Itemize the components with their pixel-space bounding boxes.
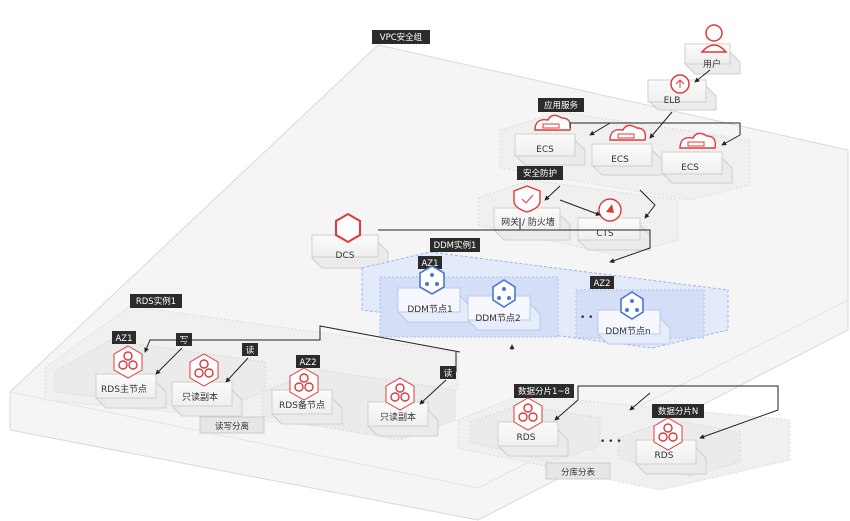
rds-read-tag-1: 读 bbox=[246, 345, 255, 356]
ddm-ellipsis: • • • bbox=[580, 313, 602, 323]
ddm-hexagon-icon bbox=[492, 279, 516, 308]
cloud-server-icon bbox=[679, 132, 717, 149]
ddm-noden-label: DDM节点n bbox=[605, 326, 650, 337]
shard-rds-node-n[interactable]: RDS bbox=[635, 417, 707, 475]
sharding-label-box: 分库分表 bbox=[545, 462, 611, 480]
dcs-label: DCS bbox=[336, 251, 355, 261]
rds-cluster-icon bbox=[385, 377, 415, 411]
ddm-az1: AZ1 bbox=[421, 259, 438, 269]
rds-az2: AZ2 bbox=[299, 358, 316, 368]
app-service-title: 应用服务 bbox=[544, 100, 579, 111]
shard-rds-node-1[interactable]: RDS bbox=[497, 397, 569, 457]
gateway-firewall-node[interactable]: 网关 / 防火墙 bbox=[493, 185, 571, 241]
vpc-title: VPC安全组 bbox=[380, 32, 423, 43]
rds-readonly-label-2: 只读副本 bbox=[380, 411, 416, 423]
ecs-label-2: ECS bbox=[611, 155, 629, 165]
security-connectors bbox=[544, 185, 656, 219]
rds-cluster-icon bbox=[113, 345, 143, 379]
rds-primary-node[interactable]: RDS主节点 bbox=[95, 345, 167, 409]
shard-rds-label-1: RDS bbox=[517, 433, 536, 443]
shard-rds-label-n: RDS bbox=[655, 451, 674, 461]
rds-cluster-icon bbox=[513, 397, 543, 431]
rds-read-tag-2: 读 bbox=[444, 368, 453, 379]
cts-node[interactable]: CTS bbox=[577, 198, 651, 251]
rds-readonly-label-1: 只读副本 bbox=[182, 391, 218, 403]
ddm-node-1[interactable]: DDM节点1 bbox=[397, 265, 471, 323]
rds-cluster-icon bbox=[189, 353, 219, 387]
cts-label: CTS bbox=[596, 229, 614, 239]
rds-readonly-node-1[interactable]: 只读副本 bbox=[171, 353, 243, 417]
ddm-hexagon-icon bbox=[419, 265, 445, 295]
user-icon bbox=[700, 24, 728, 53]
rds-cluster-icon bbox=[289, 367, 319, 401]
elb-icon bbox=[670, 74, 690, 94]
cloud-server-icon bbox=[609, 124, 647, 141]
dcs-node[interactable]: DCS bbox=[311, 212, 389, 269]
ddm-hexagon-icon bbox=[620, 291, 644, 320]
vpc-title-tag: VPC安全组 bbox=[372, 30, 430, 44]
cloud-trace-icon bbox=[598, 198, 622, 222]
security-title: 安全防护 bbox=[523, 168, 557, 179]
cache-hexagon-icon bbox=[335, 212, 361, 244]
rds-primary-label: RDS主节点 bbox=[101, 383, 147, 395]
rds-cluster-icon bbox=[653, 417, 683, 451]
shard-n-title: 数据分片N bbox=[658, 406, 698, 417]
ecs-node-3[interactable]: ECS bbox=[661, 132, 733, 184]
shard-connectors bbox=[554, 385, 779, 439]
rds-title: RDS实例1 bbox=[136, 296, 176, 307]
ddm-node1-label: DDM节点1 bbox=[407, 304, 452, 315]
sharding-label: 分库分表 bbox=[561, 467, 596, 478]
rds-standby-label: RDS备节点 bbox=[279, 399, 325, 411]
ddm-node-n[interactable]: DDM节点n bbox=[597, 291, 671, 345]
rw-split-label-box: 读写分离 bbox=[199, 416, 265, 434]
shield-icon bbox=[513, 185, 541, 213]
rds-standby-node[interactable]: RDS备节点 bbox=[271, 367, 343, 425]
ddm-title: DDM实例1 bbox=[434, 240, 477, 251]
rw-split-label: 读写分离 bbox=[215, 421, 249, 432]
rds-az1: AZ1 bbox=[115, 334, 132, 344]
ecs-node-2[interactable]: ECS bbox=[591, 124, 663, 176]
ecs-label-3: ECS bbox=[681, 163, 699, 173]
ecs-label-1: ECS bbox=[536, 145, 554, 155]
elb-node[interactable]: ELB bbox=[647, 74, 717, 111]
ddm-node-2[interactable]: DDM节点2 bbox=[467, 279, 541, 331]
rds-write-tag: 写 bbox=[180, 336, 189, 346]
ddm-az2: AZ2 bbox=[593, 279, 610, 289]
user-label: 用户 bbox=[703, 58, 721, 70]
elb-to-ecs-connectors bbox=[569, 111, 741, 146]
rds-readonly-node-2[interactable]: 只读副本 bbox=[367, 377, 439, 437]
user-node[interactable]: 用户 bbox=[684, 24, 741, 75]
cloud-server-icon bbox=[534, 114, 572, 131]
ecs-node-1[interactable]: ECS bbox=[514, 114, 586, 166]
user-to-elb-arrow bbox=[694, 69, 711, 83]
gateway-label: 网关 / 防火墙 bbox=[501, 216, 555, 228]
elb-label: ELB bbox=[664, 96, 681, 106]
shard-ellipsis: • • • bbox=[600, 437, 622, 447]
shard-1-8-title: 数据分片1~8 bbox=[518, 386, 570, 397]
dcs-connector bbox=[378, 218, 651, 262]
ddm-node2-label: DDM节点2 bbox=[475, 313, 520, 324]
rds-connectors bbox=[144, 325, 515, 405]
